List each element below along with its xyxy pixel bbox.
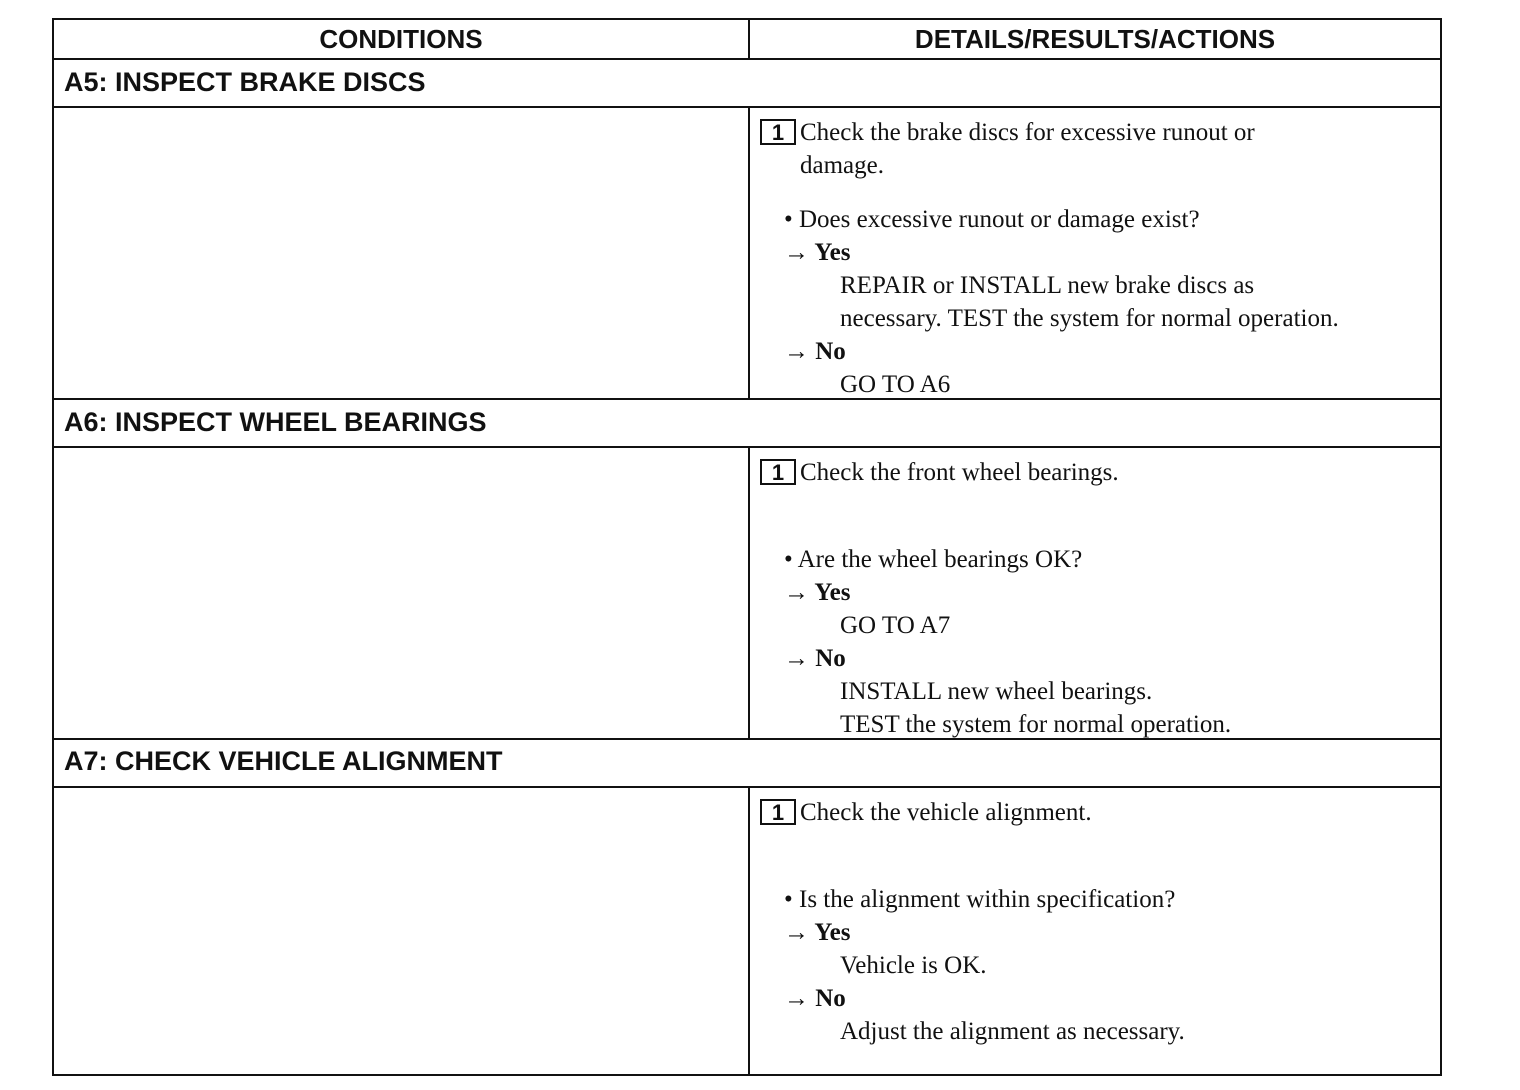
step-1: 1 Check the front wheel bearings. bbox=[760, 456, 1430, 489]
yes-action: Vehicle is OK. bbox=[840, 952, 987, 979]
step-text: Check the front wheel bearings. bbox=[800, 459, 1119, 486]
rule-a6-title bbox=[54, 446, 1440, 448]
no-label: → No bbox=[784, 338, 846, 365]
step-number: 1 bbox=[760, 119, 796, 145]
yes-label: → Yes bbox=[784, 239, 851, 266]
section-details-a6: 1 Check the front wheel bearings. • Are … bbox=[760, 456, 1430, 741]
yes-action: GO TO A7 bbox=[840, 612, 951, 639]
question: • Does excessive runout or damage exist? bbox=[784, 206, 1200, 233]
step-text: Check the brake discs for excessive runo… bbox=[800, 116, 1430, 182]
rule-a5-end bbox=[54, 398, 1440, 400]
no-action: TEST the system for normal operation. bbox=[840, 711, 1232, 738]
yes-label: → Yes bbox=[784, 579, 851, 606]
step-1: 1 Check the vehicle alignment. bbox=[760, 796, 1430, 829]
question: • Is the alignment within specification? bbox=[784, 886, 1176, 913]
divider-a6 bbox=[748, 446, 750, 740]
yes-action: necessary. TEST the system for normal op… bbox=[840, 305, 1339, 332]
step-text-line: Check the brake discs for excessive runo… bbox=[800, 119, 1255, 146]
no-label: → No bbox=[784, 645, 846, 672]
no-action: INSTALL new wheel bearings. bbox=[840, 678, 1153, 705]
step-number: 1 bbox=[760, 799, 796, 825]
step-1: 1 Check the brake discs for excessive ru… bbox=[760, 116, 1430, 182]
rule-a5-title bbox=[54, 106, 1440, 108]
rule-a6-end bbox=[54, 738, 1440, 740]
yes-action: REPAIR or INSTALL new brake discs as bbox=[840, 272, 1255, 299]
section-details-a5: 1 Check the brake discs for excessive ru… bbox=[760, 116, 1430, 401]
section-details-a7: 1 Check the vehicle alignment. • Is the … bbox=[760, 796, 1430, 1048]
step-number: 1 bbox=[760, 459, 796, 485]
divider-header bbox=[748, 20, 750, 60]
divider-a5 bbox=[748, 106, 750, 400]
no-label: → No bbox=[784, 985, 846, 1012]
yes-label: → Yes bbox=[784, 919, 851, 946]
no-action: Adjust the alignment as necessary. bbox=[840, 1018, 1185, 1045]
step-text: Check the vehicle alignment. bbox=[800, 799, 1092, 826]
header-conditions: CONDITIONS bbox=[319, 24, 483, 54]
section-title-a5: A5: INSPECT BRAKE DISCS bbox=[64, 67, 426, 97]
divider-a7 bbox=[748, 786, 750, 1076]
rule-header bbox=[54, 58, 1440, 60]
diagnostic-table: CONDITIONS DETAILS/RESULTS/ACTIONS A5: I… bbox=[52, 18, 1442, 1076]
no-action: GO TO A6 bbox=[840, 371, 951, 398]
section-title-a7: A7: CHECK VEHICLE ALIGNMENT bbox=[64, 746, 503, 776]
question: • Are the wheel bearings OK? bbox=[784, 546, 1083, 573]
step-text-line: damage. bbox=[800, 152, 884, 179]
section-title-a6: A6: INSPECT WHEEL BEARINGS bbox=[64, 407, 487, 437]
header-details: DETAILS/RESULTS/ACTIONS bbox=[914, 24, 1276, 54]
rule-a7-title bbox=[54, 786, 1440, 788]
